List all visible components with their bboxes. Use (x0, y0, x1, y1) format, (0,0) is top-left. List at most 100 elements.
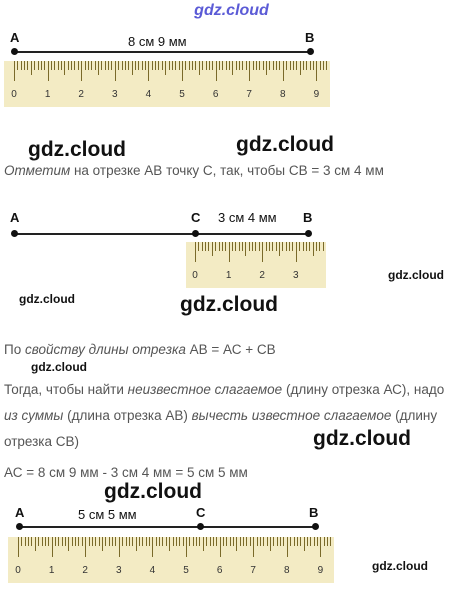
ruler-tick (186, 537, 187, 557)
watermark: gdz.cloud (388, 268, 444, 282)
ruler-tick (17, 61, 19, 70)
ruler-tick (265, 242, 267, 251)
ruler-tick (263, 537, 265, 546)
ruler-tick (292, 61, 294, 70)
ruler-tick (310, 537, 312, 546)
ruler-tick (21, 537, 23, 546)
ruler-tick (249, 537, 251, 546)
ruler-tick (215, 61, 217, 81)
segment-ab-length-label: 8 см 9 мм (128, 34, 187, 49)
ruler-tick (205, 61, 207, 70)
ruler-tick (313, 537, 315, 546)
ruler-tick (215, 242, 217, 251)
ruler-tick (199, 537, 201, 546)
ruler-tick (78, 537, 80, 546)
ruler-tick (34, 537, 36, 551)
ruler-tick (319, 61, 321, 70)
ruler-tick (57, 61, 59, 70)
point-b-dot (312, 523, 319, 530)
ruler-number: 3 (293, 270, 299, 281)
ruler-tick (71, 61, 73, 70)
ruler-tick (248, 242, 250, 251)
ruler-tick (242, 61, 244, 70)
point-a-dot (16, 523, 23, 530)
ruler-tick (74, 61, 76, 70)
ruler-tick (206, 537, 208, 546)
ruler-tick (14, 61, 15, 81)
ruler-tick (38, 537, 40, 546)
ruler-tick (209, 537, 211, 546)
point-a-label: A (10, 30, 20, 45)
ruler-number: 1 (225, 270, 232, 281)
point-c-dot (197, 523, 204, 530)
ruler-tick (134, 61, 136, 70)
ruler-tick (175, 537, 177, 546)
ruler-tick (293, 537, 295, 546)
step3-text: Тогда, чтобы найти неизвестное слагаемое… (4, 377, 454, 455)
ruler-tick (266, 61, 267, 75)
ruler-tick (255, 61, 257, 70)
point-c-label: C (191, 210, 201, 225)
ruler-tick (252, 242, 254, 251)
ruler-tick (81, 537, 83, 546)
ruler-tick (91, 537, 93, 546)
ruler-tick (101, 61, 103, 70)
ruler-number: 3 (116, 565, 122, 576)
ruler-tick (81, 61, 83, 81)
watermark: gdz.cloud (28, 138, 126, 161)
point-b-dot (305, 230, 312, 237)
ruler-tick (192, 61, 194, 70)
ruler-tick (51, 537, 53, 557)
ruler-tick (44, 537, 46, 546)
ruler-tick (292, 242, 294, 251)
ruler-number: 6 (216, 565, 223, 576)
step1-text: Отметим на отрезке АВ точку С, так, чтоб… (4, 163, 459, 178)
ruler-tick (228, 242, 230, 262)
step1-rest: на отрезке АВ точку С, так, чтобы СВ = 3… (70, 163, 384, 178)
ruler-tick (231, 242, 233, 251)
ruler-tick (185, 61, 187, 70)
ruler-number: 3 (112, 89, 118, 100)
ruler-tick (34, 61, 36, 70)
ruler-tick (131, 61, 133, 75)
ruler-tick (245, 242, 247, 256)
ruler-tick (102, 537, 103, 551)
ruler-tick (283, 537, 285, 546)
ruler-tick (315, 242, 317, 251)
ruler-number: 5 (179, 89, 185, 100)
ruler-number: 7 (250, 565, 256, 576)
ruler-tick (148, 61, 150, 81)
ruler-tick (299, 61, 301, 75)
ruler-tick (161, 61, 163, 70)
step2-property: свойству длины отрезка (24, 342, 186, 357)
ruler-tick (142, 537, 144, 546)
ruler-tick (279, 242, 280, 256)
ruler-tick (115, 537, 117, 546)
ruler-tick (316, 61, 318, 81)
ruler-tick (54, 537, 56, 546)
ruler-number: 8 (284, 565, 290, 576)
point-a-label: A (10, 210, 20, 225)
step3-term: из суммы (4, 408, 64, 423)
ruler-tick (105, 537, 107, 546)
ruler-tick (205, 242, 207, 251)
ruler-tick (323, 537, 325, 546)
ruler-tick (212, 537, 214, 546)
ruler-tick (309, 242, 311, 251)
watermark: gdz.cloud (31, 360, 87, 374)
ruler-tick (84, 61, 86, 70)
ruler-number: 2 (259, 270, 265, 281)
step3-part: Тогда, чтобы найти (4, 382, 128, 397)
ruler-tick (189, 537, 191, 546)
ruler-tick (236, 537, 238, 551)
step2-text: По свойству длины отрезка АВ = АС + СВ (4, 342, 276, 357)
ruler-tick (111, 61, 113, 70)
ruler-tick (171, 61, 173, 70)
ruler-tick (313, 61, 315, 70)
ruler-tick (145, 537, 147, 546)
point-b-label: B (305, 30, 315, 45)
ruler-tick (296, 537, 298, 546)
ruler-tick (95, 537, 97, 546)
ruler-tick (299, 242, 301, 251)
